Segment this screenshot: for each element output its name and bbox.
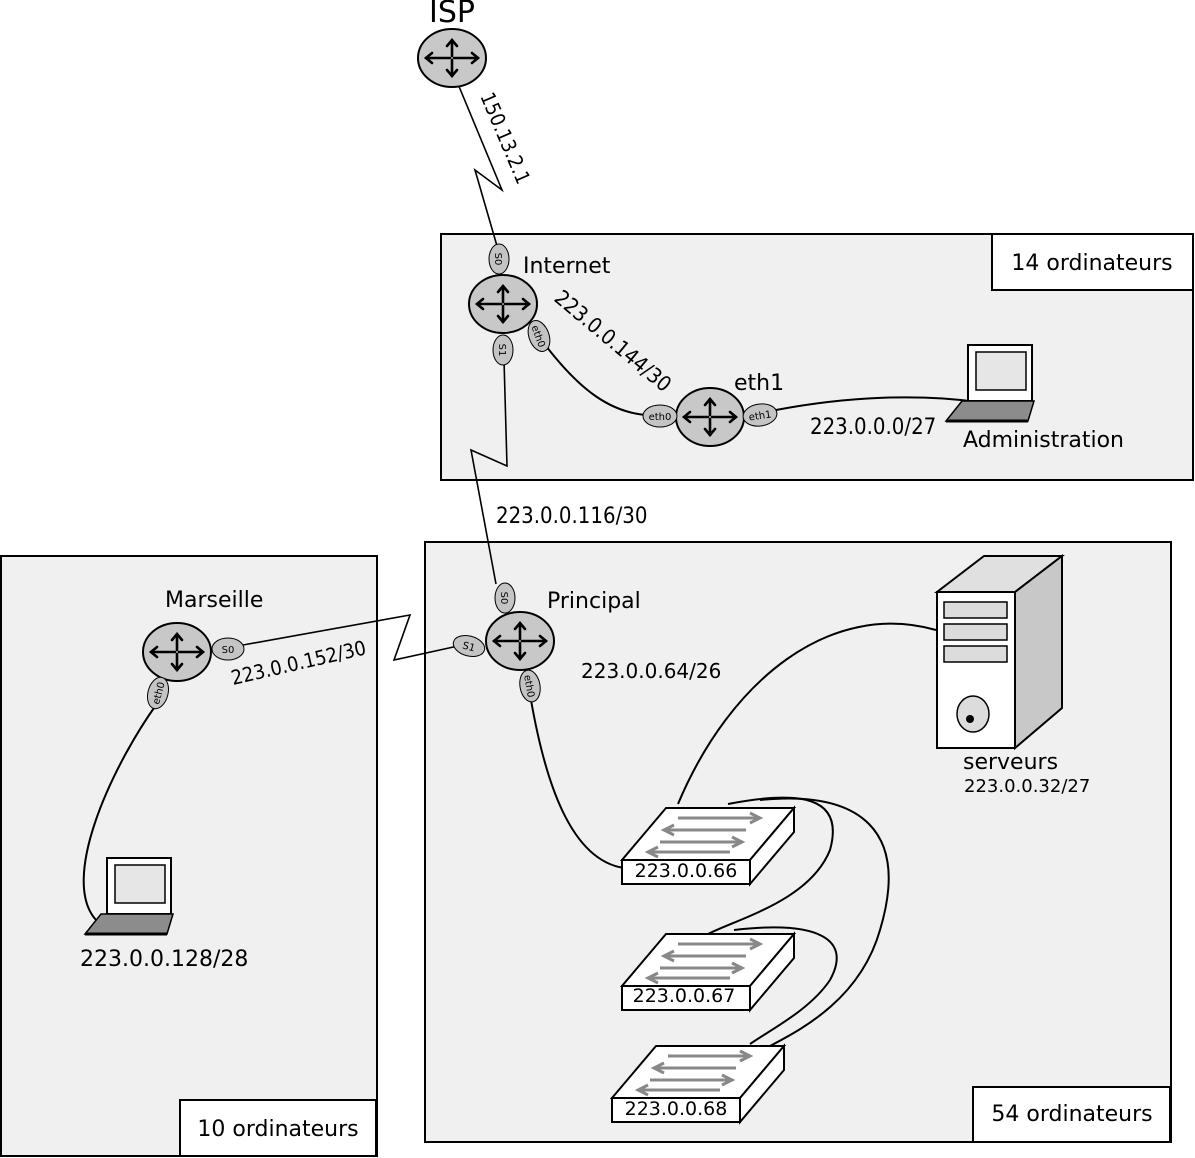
iface-eth1router-eth0: eth0: [642, 404, 678, 428]
serial-link-marseille-principal: [242, 613, 459, 662]
router-principal[interactable]: [485, 611, 555, 671]
count-box-internet: [991, 233, 1194, 291]
serial-link-isp-internet: [457, 83, 504, 247]
router-isp-label: ISP: [429, 0, 475, 30]
iface-internet-s1: S1: [492, 334, 514, 366]
net-isp-link: 150.13.2.1: [475, 89, 535, 188]
iface-internet-eth0: eth0: [527, 320, 551, 352]
iface-internet-s0: S0: [488, 243, 510, 275]
svg-text:S1: S1: [461, 640, 476, 654]
router-internet[interactable]: [468, 274, 538, 334]
net-internet-principal: 223.0.0.116/30: [496, 504, 647, 529]
switch-1-label: 223.0.0.66: [635, 860, 738, 882]
router-isp[interactable]: [417, 28, 487, 88]
svg-text:eth0: eth0: [649, 412, 672, 423]
router-marseille[interactable]: [142, 622, 212, 682]
router-marseille-label: Marseille: [165, 588, 263, 613]
svg-text:eth1: eth1: [748, 409, 772, 423]
svg-text:S0: S0: [498, 592, 509, 605]
net-admin-lan: 223.0.0.0/27: [810, 415, 936, 440]
svg-text:S0: S0: [492, 253, 503, 266]
link-switch-66-68: [759, 797, 890, 1047]
count-box-principal: [972, 1086, 1171, 1143]
host-administration-label: Administration: [963, 428, 1124, 453]
link-internet-eth0: [545, 345, 647, 416]
net-marseille-lan: 223.0.0.128/28: [80, 947, 248, 972]
link-principal-switch: [530, 699, 625, 869]
iface-principal-s0: S0: [494, 582, 516, 614]
iface-marseille-eth0: eth0: [146, 676, 170, 710]
svg-text:S0: S0: [222, 645, 235, 656]
serial-link-internet-principal: [469, 359, 508, 585]
host-serveurs-label: serveurs: [963, 750, 1058, 775]
router-eth1-label: eth1: [734, 371, 784, 396]
switch-2-label: 223.0.0.67: [633, 985, 736, 1007]
count-box-marseille: [179, 1099, 377, 1157]
count-principal: 54 ordinateurs: [991, 1102, 1152, 1127]
server-tower[interactable]: [934, 553, 1065, 751]
router-eth1[interactable]: [675, 387, 745, 447]
link-switch-67-68: [733, 926, 838, 1045]
net-principal-lan: 223.0.0.64/26: [581, 659, 721, 683]
svg-text:S1: S1: [496, 344, 507, 357]
iface-eth1router-eth1: eth1: [742, 403, 778, 427]
link-admin: [775, 396, 979, 411]
iface-principal-s1: S1: [452, 634, 486, 658]
link-marseille-eth0: [82, 704, 157, 921]
count-marseille: 10 ordinateurs: [197, 1117, 358, 1142]
iface-marseille-s0: S0: [211, 637, 245, 661]
switch-3-label: 223.0.0.68: [625, 1098, 728, 1120]
link-switch-servers: [677, 622, 937, 805]
net-servers: 223.0.0.32/27: [964, 776, 1090, 797]
count-internet: 14 ordinateurs: [1011, 251, 1172, 276]
iface-principal-eth0: eth0: [519, 669, 541, 703]
svg-text:eth0: eth0: [521, 674, 536, 698]
router-internet-label: Internet: [523, 254, 611, 279]
router-principal-label: Principal: [547, 589, 641, 614]
